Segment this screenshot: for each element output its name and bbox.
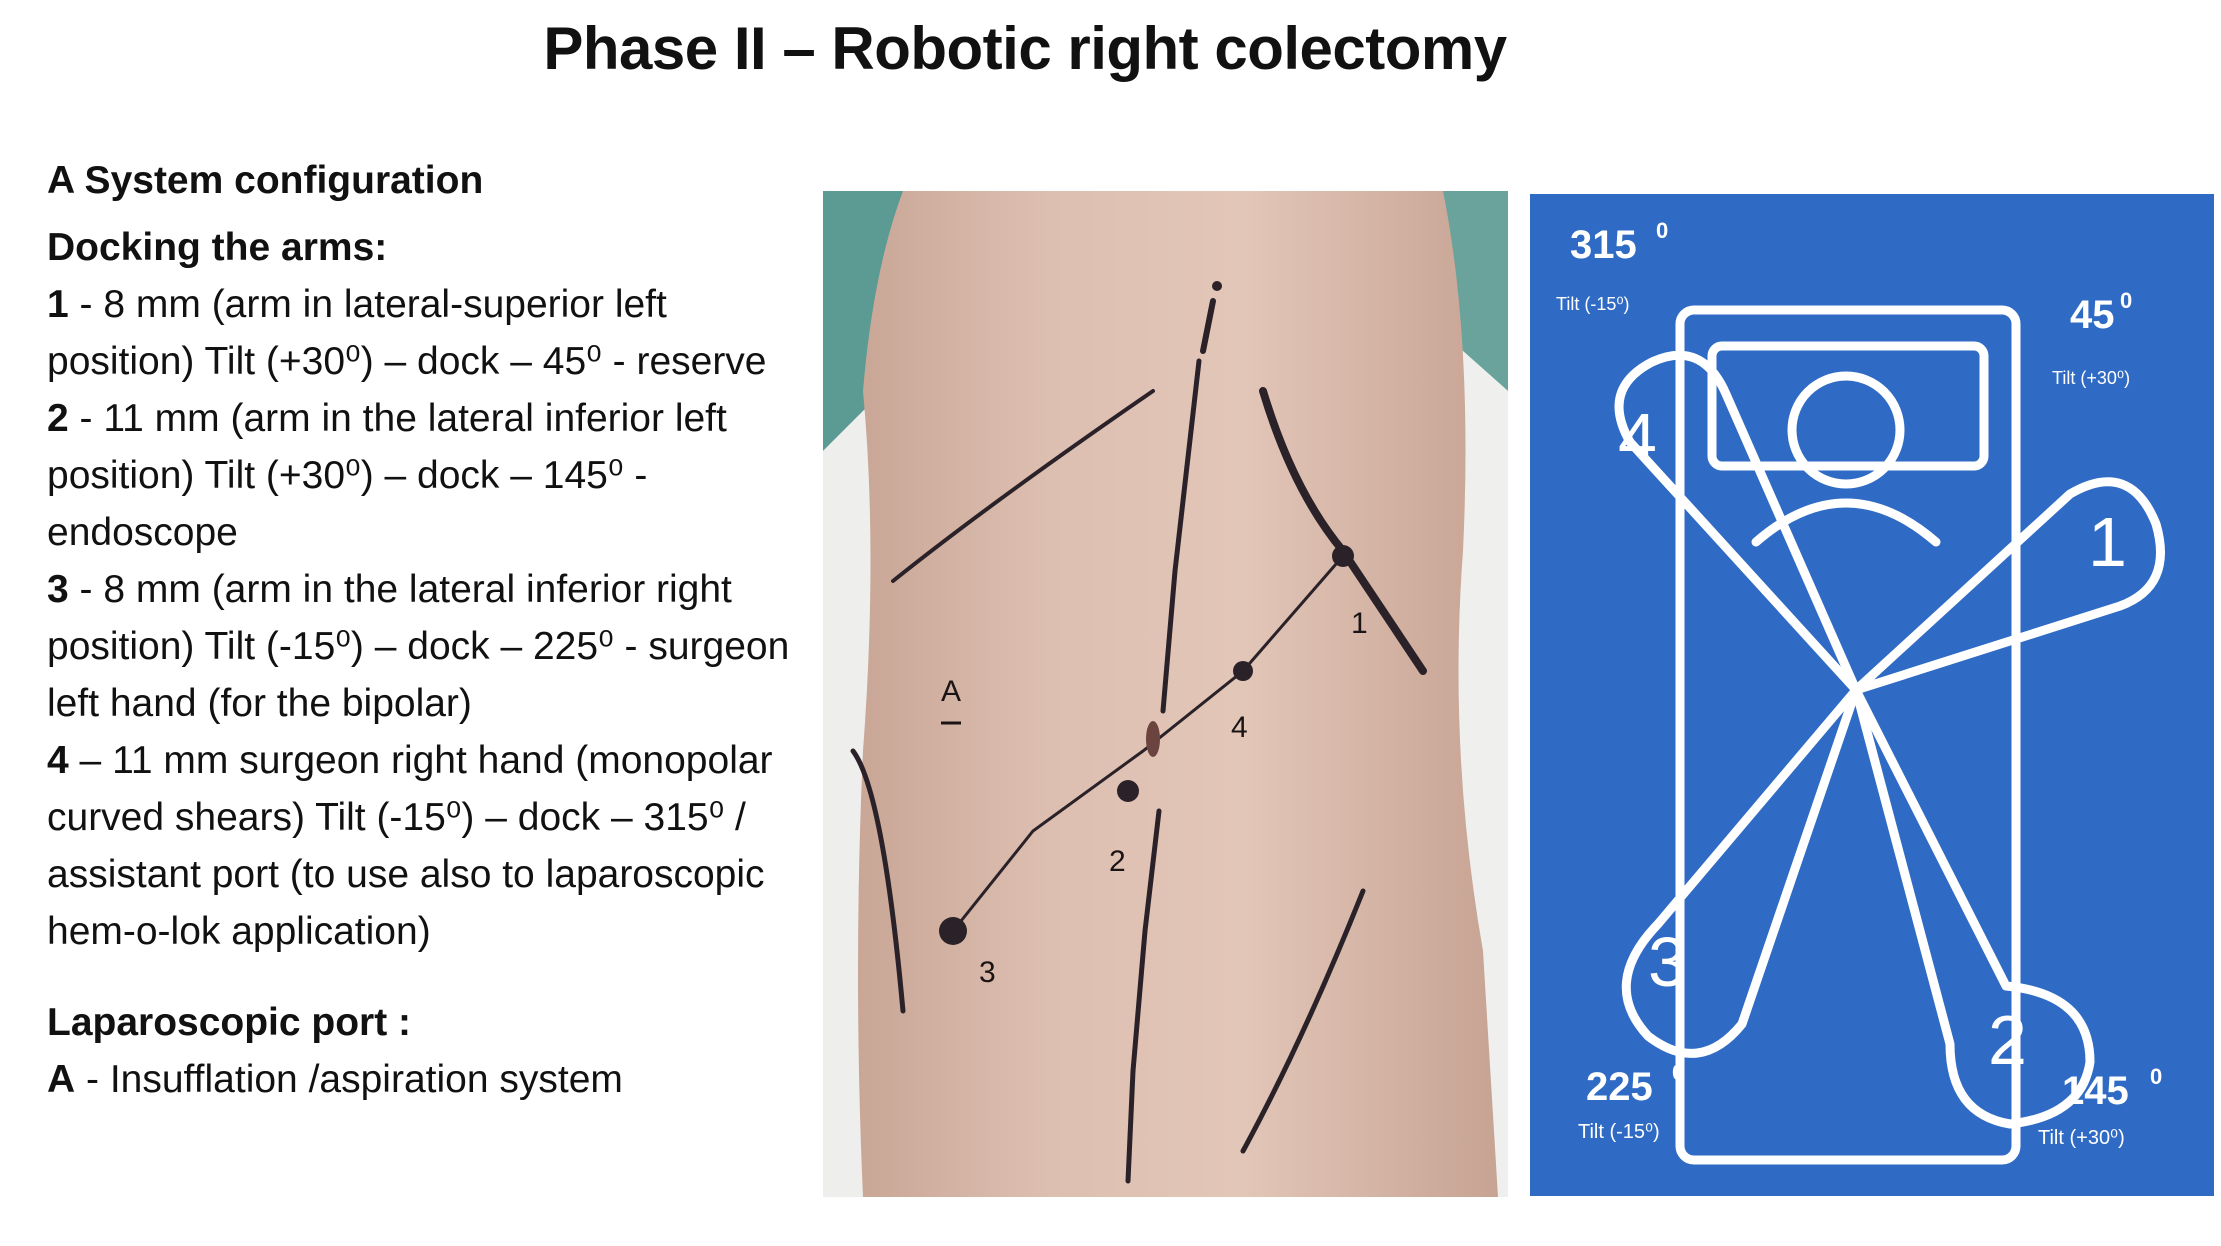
- port-label-2: 2: [1109, 845, 1126, 878]
- umbilicus: [1146, 721, 1160, 757]
- port-label-1: 1: [1351, 607, 1368, 640]
- port-sites: [939, 545, 1354, 945]
- arm-item-1: 1 - 8 mm (arm in lateral-superior left p…: [47, 283, 767, 383]
- angle-225: 225: [1586, 1065, 1653, 1109]
- arm-label-3: 3: [1648, 923, 1687, 1001]
- angle-315: 315: [1570, 223, 1637, 267]
- pillow: [1707, 341, 1989, 471]
- abdomen-photo: 1 2 3 4 A: [823, 191, 1508, 1197]
- patient-shoulders: [1751, 498, 1941, 547]
- laparoscopic-item: A - Insufflation /aspiration system: [47, 1058, 623, 1101]
- arm-1: [1851, 477, 2165, 695]
- arm-4: [1614, 350, 1861, 695]
- port-label-4: 4: [1231, 711, 1248, 744]
- robot-arm-diagram: 4 1 3 2 315 0 Tilt (-15⁰) 45 0 Tilt (+30…: [1530, 194, 2214, 1196]
- docking-heading: Docking the arms:: [47, 226, 388, 269]
- svg-text:0: 0: [2150, 1064, 2162, 1089]
- svg-text:0: 0: [2120, 288, 2132, 313]
- arm-label-1: 1: [2088, 503, 2127, 581]
- page-title: Phase II – Robotic right colectomy: [543, 15, 1507, 82]
- surgical-markings: [850, 281, 1427, 1184]
- svg-text:0: 0: [1656, 218, 1668, 243]
- arm-item-2: 2 - 11 mm (arm in the lateral inferior l…: [47, 397, 727, 554]
- laparoscopic-heading: Laparoscopic port :: [47, 1001, 412, 1044]
- arm-2: [1851, 685, 2095, 1129]
- tilt-45: Tilt (+30⁰): [2052, 368, 2130, 388]
- tilt-315: Tilt (-15⁰): [1556, 294, 1630, 314]
- angle-45: 45: [2070, 293, 2115, 337]
- port-label-a: A: [941, 675, 961, 708]
- system-configuration-text: A System configuration Docking the arms:…: [47, 152, 807, 1108]
- arm-item-3: 3 - 8 mm (arm in the lateral inferior ri…: [47, 568, 790, 725]
- section-a-heading: A System configuration: [47, 159, 484, 202]
- tilt-225: Tilt (-15⁰): [1578, 1121, 1660, 1143]
- svg-text:0: 0: [1672, 1060, 1684, 1085]
- arm-label-4: 4: [1618, 399, 1657, 477]
- arm-3: [1621, 685, 1861, 1058]
- tilt-145: Tilt (+30⁰): [2038, 1127, 2125, 1149]
- port-label-3: 3: [979, 956, 996, 989]
- arm-item-4: 4 – 11 mm surgeon right hand (monopolar …: [47, 739, 773, 953]
- arm-label-2: 2: [1988, 1001, 2027, 1079]
- angle-145: 145: [2062, 1069, 2129, 1113]
- operating-table: [1675, 305, 2021, 1165]
- patient-head: [1787, 371, 1905, 489]
